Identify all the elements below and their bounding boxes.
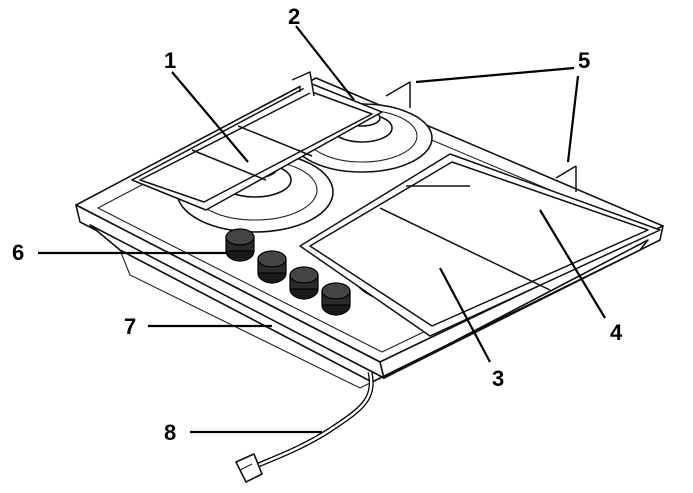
callout-5: 5 [578,48,590,73]
callout-2: 2 [288,4,300,29]
leader-1 [171,71,249,163]
callout-6: 6 [12,240,24,265]
control-knob-2[interactable] [257,250,287,284]
callout-8: 8 [164,420,176,445]
leader-4 [539,209,606,319]
leader-5a [415,66,575,84]
callout-3: 3 [492,366,504,391]
pan-support-left [131,76,383,211]
power-cord [246,371,374,473]
callout-1: 1 [164,48,176,73]
control-knobs [225,228,351,316]
callout-4: 4 [610,320,623,345]
control-knob-1[interactable] [225,228,255,262]
plug-icon [235,453,263,483]
leader-2 [295,25,355,101]
control-knob-3[interactable] [289,266,319,300]
callout-labels: 1 2 3 4 5 6 7 8 [12,4,623,445]
pan-support-rear-posts [291,71,411,108]
leader-3 [439,267,491,363]
leader-lines [38,25,606,434]
control-knob-4[interactable] [321,282,351,316]
pan-support-right [299,153,661,337]
callout-7: 7 [124,314,136,339]
leader-5b [566,75,580,163]
